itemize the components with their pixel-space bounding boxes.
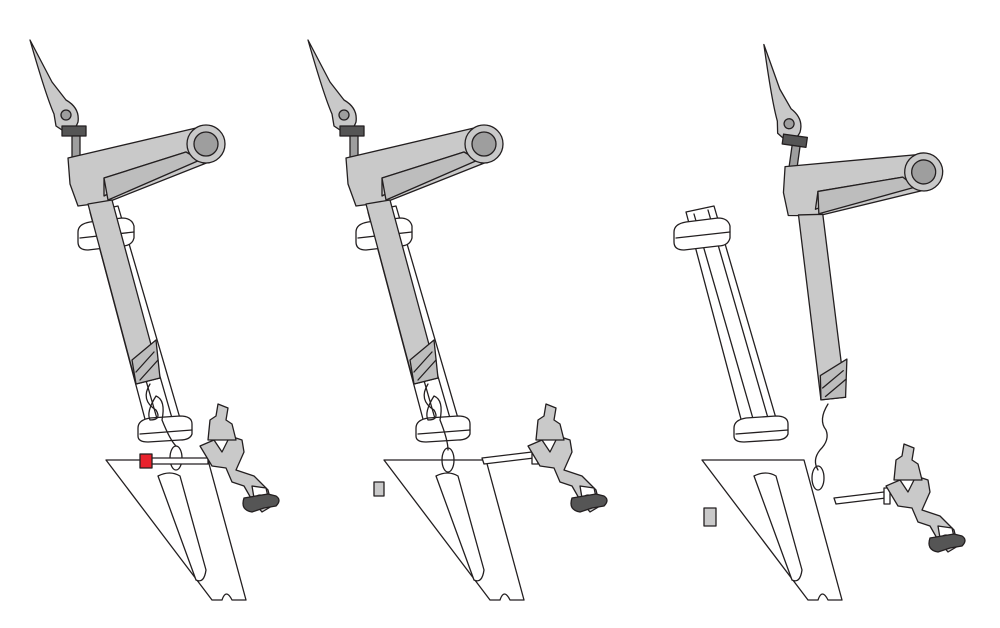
clamp-bracket [527, 403, 608, 513]
outer-sleeve [673, 205, 789, 443]
panel-3 [673, 43, 966, 601]
locking-pin-shaft [149, 457, 209, 465]
release-pin [833, 491, 887, 505]
base-plate [105, 459, 247, 601]
cord-loop [811, 465, 825, 491]
clamp-bracket [885, 443, 966, 553]
panel-1 [29, 39, 280, 601]
safety-cord [423, 383, 449, 451]
locking-pin-removed [703, 507, 717, 527]
base-plate [701, 459, 843, 601]
release-pin [481, 451, 535, 465]
locking-pin-highlight [139, 453, 153, 469]
upper-steering-unit [29, 39, 226, 385]
safety-cord [814, 403, 829, 471]
panel-2 [307, 39, 608, 601]
upper-steering-unit [307, 39, 504, 385]
locking-pin-removed [373, 481, 385, 497]
cord-loop [441, 447, 455, 473]
safety-cord [145, 383, 177, 447]
base-plate [383, 459, 525, 601]
